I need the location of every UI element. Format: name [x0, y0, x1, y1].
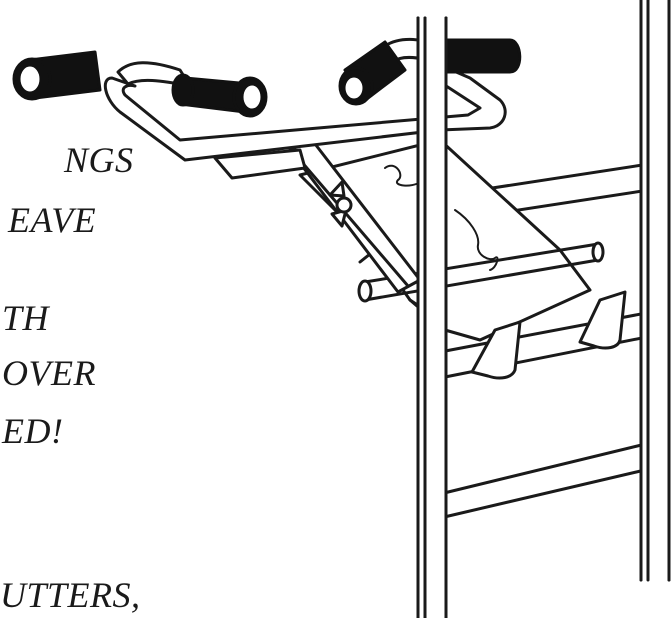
grip-center	[338, 40, 407, 106]
caption-line-1: NGS	[64, 140, 134, 180]
rung-hook	[578, 290, 627, 350]
grip-right	[444, 38, 522, 74]
grips	[12, 38, 522, 118]
frame-tube	[103, 63, 507, 162]
ladder-rung	[438, 438, 664, 520]
caption-line-6: UTTERS,	[0, 575, 141, 615]
slide-channel-inner	[298, 158, 410, 288]
ladder-rail-left-overlay	[416, 16, 448, 142]
cross-tube-end	[357, 279, 373, 303]
caption-line-5: ED!	[2, 411, 64, 451]
grip-far-left	[12, 50, 102, 101]
wing-nut	[328, 180, 353, 228]
caption-line-3: TH	[2, 298, 50, 338]
caption-line-4: OVER	[2, 353, 96, 393]
cross-tube-end	[591, 241, 605, 263]
grip-left	[171, 73, 268, 118]
rung-hook	[470, 320, 522, 380]
caption-line-2: EAVE	[8, 200, 97, 240]
mount-plate	[213, 148, 307, 180]
safety-cord	[384, 164, 499, 271]
